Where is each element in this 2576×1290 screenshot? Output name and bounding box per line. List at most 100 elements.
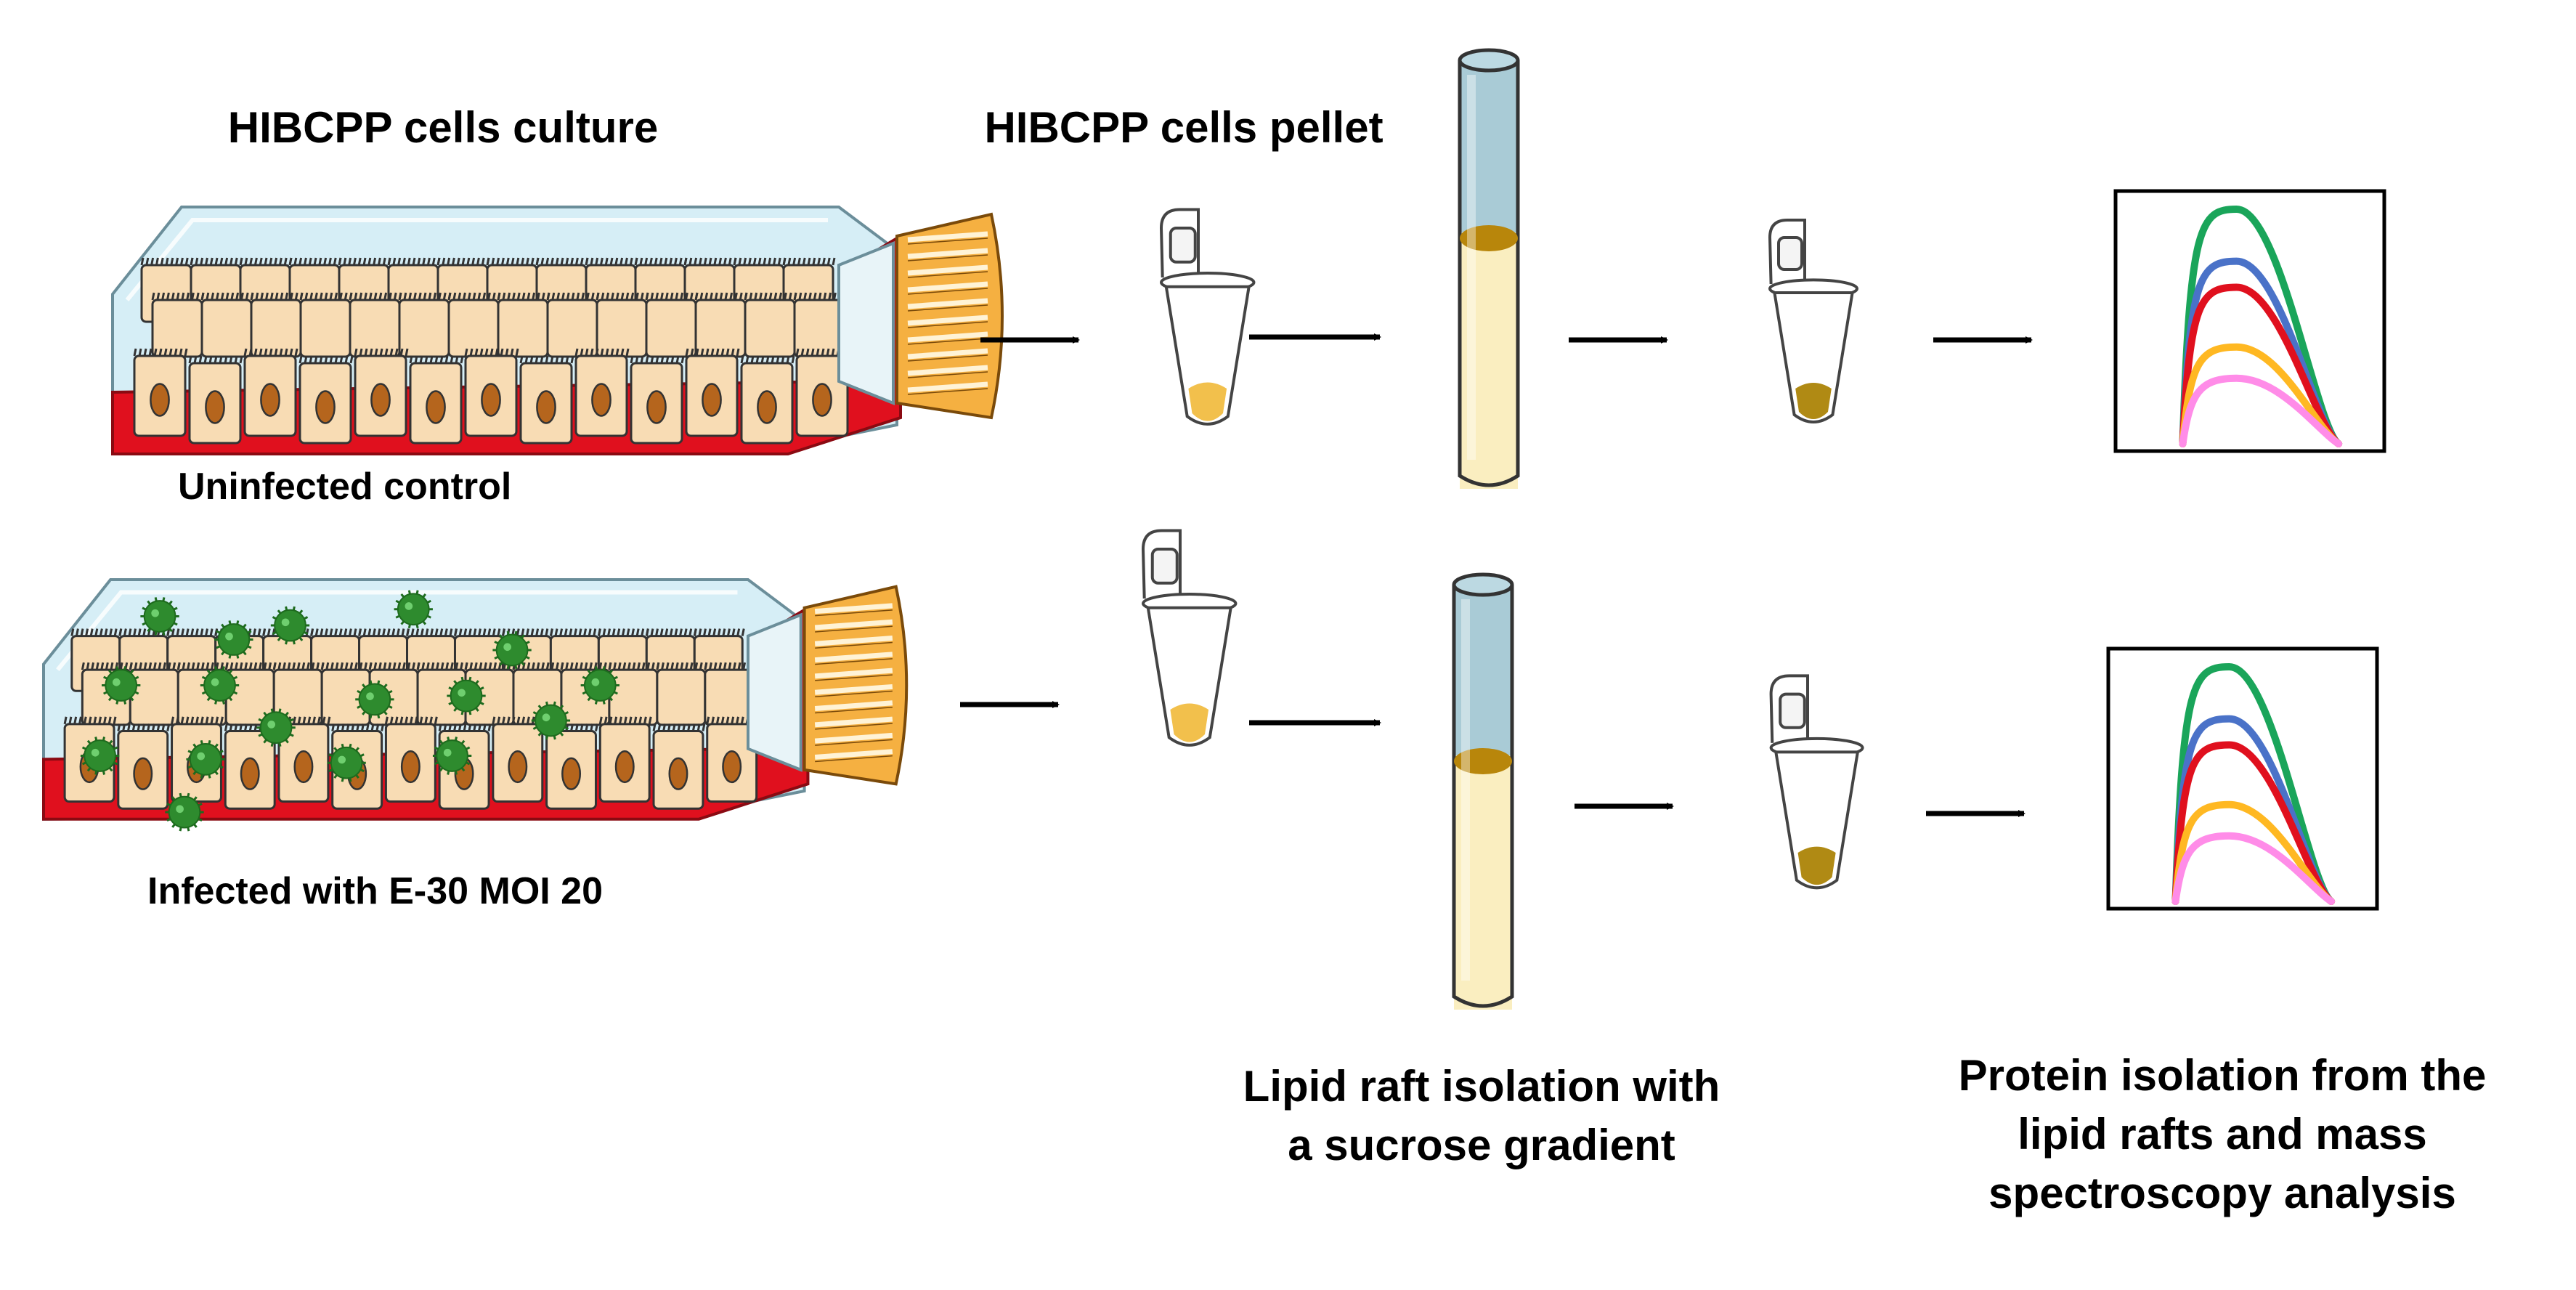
cell (243, 348, 298, 437)
virus-particle-icon (165, 792, 204, 832)
virus-particle-icon (200, 666, 240, 705)
cell (349, 292, 402, 358)
cell (398, 292, 452, 358)
spectrum-curve (2171, 741, 2336, 905)
nucleus (205, 390, 225, 424)
nucleus (646, 390, 667, 424)
cell (596, 292, 649, 358)
cell (574, 348, 630, 437)
nucleus (293, 750, 314, 784)
raft-band (1460, 225, 1518, 251)
virus-particle-icon (327, 743, 366, 782)
cell (354, 348, 409, 437)
nucleus (400, 750, 420, 784)
virus-particle-icon (214, 620, 253, 659)
virus-particle-icon (432, 737, 472, 775)
cell (656, 662, 708, 726)
cell (250, 292, 304, 358)
virus-particle-icon (80, 737, 120, 775)
cell (299, 292, 353, 358)
culture-flask-icon (111, 206, 1004, 456)
protein-caption-line-3: spectroscopy analysis (1988, 1169, 2456, 1217)
spectrum-curve (2179, 343, 2343, 447)
nucleus (561, 757, 582, 790)
cell (298, 355, 354, 445)
cell (151, 292, 205, 358)
microcentrifuge-tube-icon (1141, 529, 1238, 747)
cell (409, 355, 464, 445)
cell (630, 355, 685, 445)
cell (133, 348, 188, 437)
pellet-title: HIBCPP cells pellet (984, 103, 1384, 152)
cell (652, 723, 706, 810)
virus-particle-icon (492, 630, 532, 670)
pellet (1170, 703, 1209, 742)
spectrum-curve (2179, 283, 2343, 447)
virus-particle-icon (270, 606, 310, 645)
virus-particle-icon (256, 708, 296, 747)
nucleus (426, 390, 446, 424)
microcentrifuge-tube-icon (1769, 674, 1864, 890)
nucleus (240, 757, 260, 790)
cell (598, 716, 652, 803)
pellet (1797, 846, 1836, 885)
cell (795, 348, 850, 437)
pellet (1188, 382, 1227, 421)
protein-caption: Protein isolation from the lipid rafts a… (1910, 1046, 2535, 1222)
spectrum-curve (2171, 800, 2336, 905)
lipid-raft-caption: Lipid raft isolation with a sucrose grad… (1191, 1057, 1772, 1175)
spectrum-curve (2179, 374, 2343, 447)
nucleus (133, 757, 153, 790)
ultracentrifuge-tube-icon (1452, 572, 1514, 1010)
pellet (1795, 383, 1832, 419)
nucleus (370, 383, 391, 417)
virus-particle-icon (447, 676, 486, 715)
lipid-caption-line-1: Lipid raft isolation with (1243, 1062, 1720, 1111)
virus-particle-icon (355, 680, 394, 719)
cell (694, 292, 748, 358)
cell (384, 716, 438, 803)
cell (224, 723, 277, 810)
virus-particle-icon (140, 597, 179, 636)
virus-particle-icon (394, 590, 433, 629)
nucleus (481, 383, 501, 417)
virus-particle-icon (580, 666, 619, 705)
microcentrifuge-tube-icon (1768, 219, 1858, 423)
spectrum-curve (2171, 832, 2336, 905)
cell (117, 723, 171, 810)
cell (706, 716, 760, 803)
nucleus (536, 390, 556, 424)
nucleus (668, 757, 688, 790)
nucleus (812, 383, 832, 417)
raft-band (1454, 748, 1512, 774)
protein-caption-line-1: Protein isolation from the (1958, 1051, 2487, 1100)
nucleus (315, 390, 336, 424)
nucleus (757, 390, 777, 424)
infected-label: Infected with E-30 MOI 20 (147, 870, 604, 912)
cell (188, 355, 243, 445)
spectrum-curve (2179, 206, 2343, 447)
nucleus (150, 383, 170, 417)
cell (497, 292, 550, 358)
arrows (960, 333, 2033, 817)
spectrum-curve (2171, 663, 2336, 905)
culture-flask-icon (42, 578, 909, 832)
cell (519, 355, 574, 445)
nucleus (508, 750, 528, 784)
uninfected-label: Uninfected control (178, 466, 512, 508)
protein-caption-line-2: lipid rafts and mass (2018, 1110, 2427, 1159)
cell (447, 292, 501, 358)
virus-particle-icon (186, 740, 225, 779)
culture-title: HIBCPP cells culture (227, 103, 659, 152)
virus-particle-icon (102, 666, 141, 705)
ultracentrifuge-tube-icon (1458, 48, 1520, 489)
cell (492, 716, 545, 803)
nucleus (722, 750, 742, 784)
cell (744, 292, 797, 358)
spectrum-chart-icon (2106, 646, 2379, 911)
nucleus (591, 383, 612, 417)
cell (464, 348, 519, 437)
cell (546, 292, 600, 358)
